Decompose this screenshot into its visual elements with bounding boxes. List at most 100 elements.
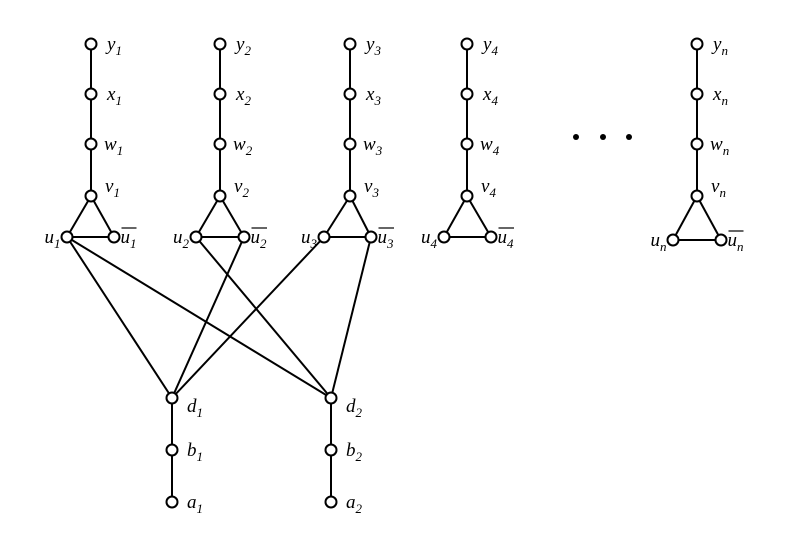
col-4-label-x-base: x	[482, 84, 492, 105]
col-1-node-u	[60, 230, 74, 244]
bottom-2-label-a-base: a	[346, 492, 356, 513]
col-1-label-x-base: x	[106, 84, 116, 105]
col-n-label-y-base: y	[711, 34, 722, 55]
col-3-label-x-base: x	[365, 84, 375, 105]
col-1-node-v	[84, 189, 98, 203]
bottom-1-node-a	[165, 495, 179, 509]
col-4-label-y-base: y	[481, 34, 492, 55]
bottom-2-label-a: a2	[346, 492, 363, 516]
col-3-label-u-base: u	[301, 227, 311, 248]
col-3-label-w-base: w	[363, 134, 376, 155]
col-4-label-v-base: v	[481, 176, 490, 197]
col-2-label-v-subscript: 2	[242, 185, 249, 200]
col-4-node-x	[460, 87, 474, 101]
bottom-2-label-b-subscript: 2	[356, 449, 363, 464]
col-1-label-ubar-base: u	[121, 227, 131, 248]
col-2-label-y: y2	[234, 34, 251, 58]
col-1-node-x	[84, 87, 98, 101]
col-1-label-x: x1	[106, 84, 122, 108]
col-1-node-w	[84, 137, 98, 151]
col-3-label-y-subscript: 3	[373, 43, 381, 58]
col-2-node-v	[213, 189, 227, 203]
col-2-label-x: x2	[235, 84, 251, 108]
col-1-label-v-base: v	[105, 176, 114, 197]
col-2-node-w	[213, 137, 227, 151]
col-3-label-v-subscript: 3	[371, 185, 379, 200]
bottom-2-label-d-subscript: 2	[356, 405, 363, 420]
col-4-label-w-subscript: 4	[493, 143, 500, 158]
col-n-label-ubar-base: u	[728, 230, 738, 251]
col-3-edge-v-u	[323, 195, 351, 238]
bottom-2-label-a-subscript: 2	[356, 501, 363, 516]
col-2-node-u	[189, 230, 203, 244]
col-3-label-ubar: u3	[378, 227, 395, 251]
col-1-label-ubar: u1	[121, 227, 137, 251]
col-4-label-x: x4	[482, 84, 498, 108]
bottom-2-node-d	[324, 391, 338, 405]
col-n-label-v-subscript: n	[719, 185, 726, 200]
col-4-label-x-subscript: 4	[491, 93, 498, 108]
col-n-label-w-subscript: n	[723, 143, 730, 158]
edge-u1-d1	[66, 236, 173, 399]
edge-u1-d2	[66, 236, 332, 399]
col-3-node-y	[343, 37, 357, 51]
col-3-label-v-base: v	[364, 176, 373, 197]
col-3-label-v: v3	[364, 176, 379, 200]
bottom-2-label-b-base: b	[346, 440, 356, 461]
bottom-1-label-d: d1	[187, 396, 203, 420]
col-4-edge-v-u	[443, 195, 468, 238]
col-3-label-u: u3	[301, 227, 318, 251]
edge-ubar3-d2	[330, 236, 372, 399]
col-4-label-w-base: w	[480, 134, 493, 155]
col-1-node-y	[84, 37, 98, 51]
col-2-label-w: w2	[233, 134, 253, 158]
col-3-label-w-subscript: 3	[375, 143, 383, 158]
bottom-1-label-b: b1	[187, 440, 203, 464]
col-n-label-y: yn	[711, 34, 728, 58]
col-1-label-v-subscript: 1	[113, 185, 120, 200]
ellipsis	[573, 134, 632, 140]
bottom-1-label-a: a1	[187, 492, 203, 516]
col-1-label-u-base: u	[45, 227, 55, 248]
col-4-node-ubar	[484, 230, 498, 244]
col-3-label-x-subscript: 3	[373, 93, 381, 108]
col-2-label-x-base: x	[235, 84, 245, 105]
bottom-1-label-a-base: a	[187, 492, 197, 513]
col-n-label-ubar-subscript: n	[737, 239, 744, 254]
ellipsis-dot-1	[573, 134, 579, 140]
col-n-label-ubar: un	[728, 230, 744, 254]
col-n-label-u-base: u	[651, 230, 661, 251]
col-n-edge-v-ubar	[696, 195, 722, 241]
col-1-edge-v-u	[66, 195, 92, 238]
col-1-label-u: u1	[45, 227, 61, 251]
col-1-label-y-base: y	[105, 34, 116, 55]
col-3-label-x: x3	[365, 84, 381, 108]
col-n-node-w	[690, 137, 704, 151]
col-3-label-ubar-subscript: 3	[386, 236, 394, 251]
bottom-2-node-a	[324, 495, 338, 509]
bottom-1-node-d	[165, 391, 179, 405]
col-n-edge-v-u	[672, 195, 698, 241]
col-3-label-ubar-base: u	[378, 227, 388, 248]
col-n-node-v	[690, 189, 704, 203]
edges	[66, 44, 722, 502]
col-3-node-u	[317, 230, 331, 244]
col-n-node-ubar	[714, 233, 728, 247]
col-4-label-y: y4	[481, 34, 498, 58]
col-4-node-u	[437, 230, 451, 244]
bottom-1-label-a-subscript: 1	[197, 501, 204, 516]
col-2-label-u: u2	[173, 227, 190, 251]
col-4-label-ubar-subscript: 4	[507, 236, 514, 251]
col-2-label-y-base: y	[234, 34, 245, 55]
col-2-label-w-subscript: 2	[246, 143, 253, 158]
ellipsis-dot-2	[600, 134, 606, 140]
col-1-label-w-subscript: 1	[117, 143, 124, 158]
col-n-label-w: wn	[710, 134, 729, 158]
col-3-node-w	[343, 137, 357, 151]
col-4-edge-v-ubar	[466, 195, 492, 238]
col-1-label-x-subscript: 1	[115, 93, 122, 108]
col-4-label-ubar: u4	[498, 227, 515, 251]
col-2-node-y	[213, 37, 227, 51]
col-2-label-x-subscript: 2	[244, 93, 251, 108]
